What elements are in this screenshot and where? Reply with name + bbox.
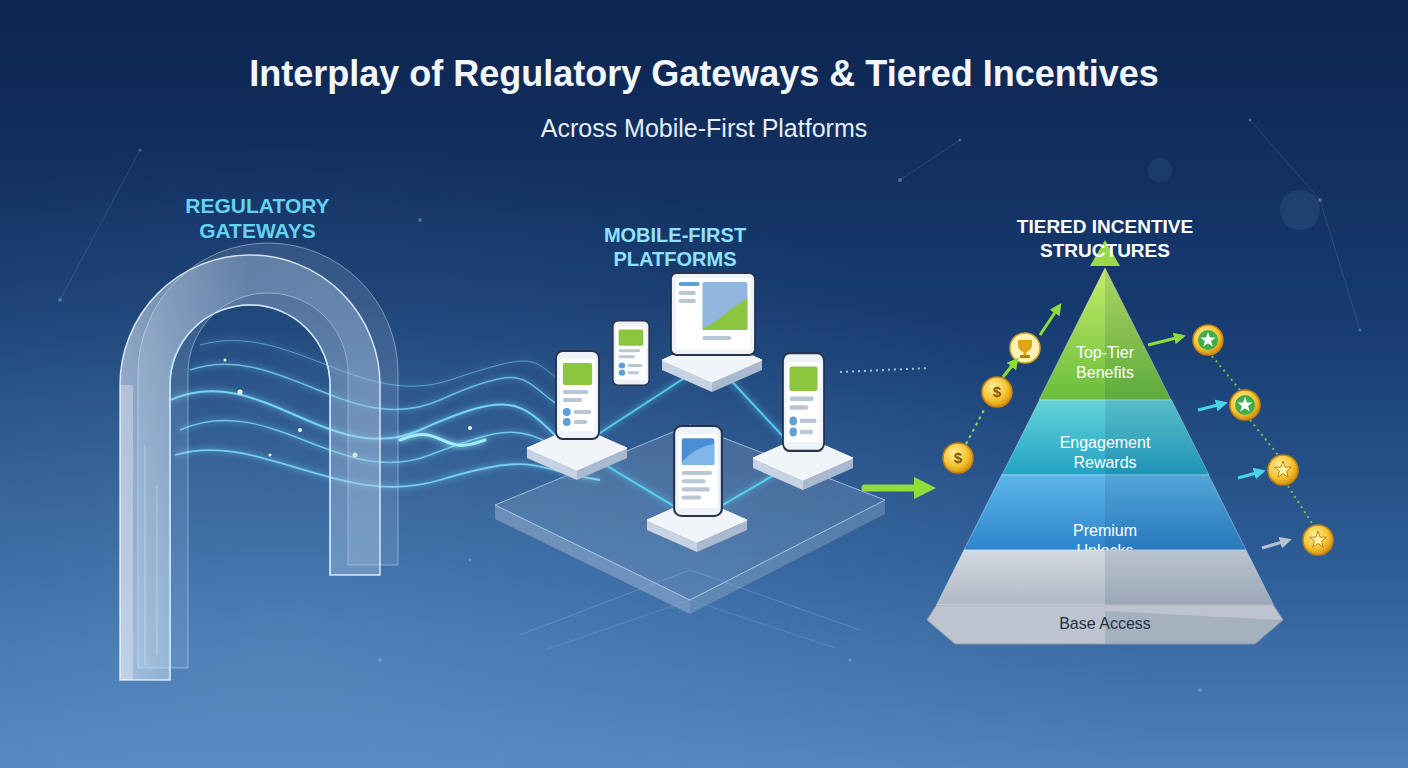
data-stream-connector	[400, 435, 485, 446]
incentive-pyramid: TIERED INCENTIVE STRUCTURES Top-Tier Bene…	[925, 205, 1285, 650]
network-line	[900, 140, 960, 180]
section-heading: REGULATORY GATEWAYS	[158, 193, 358, 243]
star-shape	[1275, 461, 1292, 477]
node-text-group: TIERED INCENTIVE STRUCTURES	[985, 215, 1225, 263]
incentive-flow-arrow	[865, 485, 925, 492]
bokeh-circle	[1148, 158, 1172, 182]
plate-top	[495, 425, 885, 600]
top-tier-layer: Top-Tier Benefits	[1039, 268, 1171, 400]
coin-icon	[982, 377, 1012, 407]
coin-symbol: $	[948, 449, 968, 467]
arch-inner-edge	[170, 305, 330, 680]
sparkle	[224, 359, 227, 362]
trophy-badge	[1010, 333, 1040, 363]
sparkle	[238, 390, 243, 395]
network-dot	[469, 559, 472, 562]
coin-icon	[943, 443, 973, 473]
mobile-platform-cluster: MOBILE-FIRST PLATFORMS	[485, 205, 865, 625]
small-arrow	[1262, 541, 1286, 548]
trophy-stem	[1024, 351, 1027, 355]
star-leaders	[1212, 356, 1313, 525]
sparkle	[468, 426, 472, 430]
network-dot	[418, 218, 422, 222]
dotted-leader	[1212, 356, 1240, 390]
phone-icon	[613, 321, 649, 386]
small-arrow	[1238, 472, 1260, 478]
star-badge	[1303, 525, 1333, 555]
badge-disc	[1268, 455, 1298, 485]
phone-icon	[783, 353, 824, 451]
dotted-leader	[1288, 486, 1313, 525]
badge-disc	[1303, 525, 1333, 555]
premium-layer: Premium Unlocks	[964, 475, 1246, 550]
tier-label: Engagement Rewards	[1045, 433, 1165, 473]
star-shape	[1310, 531, 1327, 547]
arch-outline	[115, 185, 400, 685]
badge-disc	[1230, 390, 1260, 420]
star-badge	[1268, 455, 1298, 485]
small-arrow	[1148, 337, 1180, 345]
trophy-cup	[1018, 340, 1032, 352]
network-dot	[378, 658, 382, 662]
small-arrow	[1003, 362, 1015, 377]
network-dot	[849, 659, 852, 662]
tier-label: Top-Tier Benefits	[1059, 343, 1151, 383]
pyramid-layer-face	[1039, 268, 1171, 400]
plate-grid	[545, 600, 835, 650]
badge-center	[1198, 330, 1218, 350]
platform-links	[577, 360, 803, 520]
phone-icon	[674, 426, 722, 516]
arch-face	[120, 255, 380, 680]
engagement-layer: Engagement Rewards	[1002, 400, 1209, 475]
network-dot	[1198, 688, 1202, 692]
tablet-icon	[671, 273, 755, 355]
badge-disc	[1193, 325, 1223, 355]
network-line	[1320, 200, 1360, 330]
trophy-base	[1020, 355, 1030, 358]
node-text-group: Engagement Rewards	[1045, 433, 1165, 473]
base-layer: Base Access	[927, 550, 1283, 645]
star-shape	[1200, 332, 1215, 347]
node-text-group: MOBILE-FIRST PLATFORMS	[565, 223, 785, 271]
dotted-leader	[1250, 420, 1278, 455]
title-underline	[168, 100, 1238, 103]
network-line	[1250, 120, 1320, 200]
network-line	[60, 150, 140, 300]
badge-center	[1235, 395, 1255, 415]
star-badge	[1193, 325, 1223, 355]
layer-shade	[1105, 550, 1274, 605]
dotted-leader	[966, 410, 984, 444]
sparkle	[298, 428, 302, 432]
bokeh-circle	[1280, 190, 1320, 230]
arch-glint	[145, 445, 157, 665]
node-text-group: Top-Tier Benefits	[1059, 343, 1151, 383]
dotted-leader	[840, 368, 930, 372]
node-text-group: Base Access	[1005, 614, 1205, 634]
arch-highlight	[120, 385, 133, 680]
pyramid-base-slab	[927, 605, 1283, 644]
section-heading: TIERED INCENTIVE STRUCTURES	[985, 215, 1225, 263]
node-text-group: REGULATORY GATEWAYS	[158, 193, 358, 243]
pyramid-layer-face	[1002, 400, 1209, 475]
pyramid-layer-face	[937, 550, 1274, 605]
small-arrow	[1198, 404, 1222, 410]
small-arrow	[1040, 308, 1058, 335]
regulatory-gateway-arch: REGULATORY GATEWAYS	[115, 185, 400, 685]
sparkle	[269, 454, 272, 457]
star-shape	[1237, 397, 1252, 412]
star-badge	[1230, 390, 1260, 420]
subtitle: Across Mobile-First Platforms	[0, 113, 1408, 143]
diagram-title: Interplay of Regulatory Gateways & Tiere…	[0, 52, 1408, 96]
coin-symbol: $	[987, 383, 1007, 401]
plate-grid	[520, 570, 860, 635]
background-network	[58, 119, 1362, 693]
section-heading: MOBILE-FIRST PLATFORMS	[565, 223, 785, 271]
trophy-icon	[1010, 333, 1040, 363]
phone-icon	[556, 351, 599, 439]
platform-plate	[495, 425, 885, 650]
tier-label: Base Access	[1005, 614, 1205, 634]
